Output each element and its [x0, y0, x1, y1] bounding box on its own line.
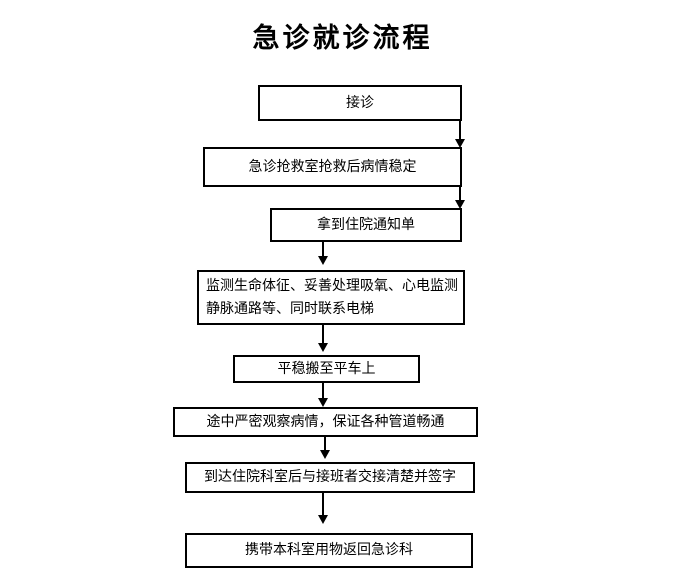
- page-title: 急诊就诊流程: [252, 23, 433, 54]
- down-arrow-6: [324, 437, 326, 451]
- flow-node-handover-sign: 到达住院科室后与接班者交接清楚并签字: [185, 462, 475, 493]
- down-arrow-2: [459, 187, 461, 201]
- flow-node-transfer-cart: 平稳搬至平车上: [233, 355, 420, 383]
- flow-node-admission-notice: 拿到住院通知单: [270, 208, 462, 242]
- flow-node-rescue-stable: 急诊抢救室抢救后病情稳定: [203, 147, 462, 187]
- down-arrow-7: [322, 493, 324, 516]
- flow-node-monitoring-line1: 监测生命体征、妥善处理吸氧、心电监测: [206, 277, 458, 294]
- flow-node-monitoring-line2: 静脉通路等、同时联系电梯: [206, 300, 374, 317]
- down-arrow-4: [322, 325, 324, 344]
- down-arrow-1: [459, 121, 461, 140]
- flow-node-return-emergency: 携带本科室用物返回急诊科: [185, 533, 473, 568]
- down-arrow-5: [322, 383, 324, 399]
- flow-node-enroute-observation: 途中严密观察病情，保证各种管道畅通: [173, 407, 478, 437]
- down-arrow-3: [322, 242, 324, 257]
- flow-node-monitoring: 监测生命体征、妥善处理吸氧、心电监测 静脉通路等、同时联系电梯: [197, 270, 465, 325]
- flow-node-reception: 接诊: [258, 85, 462, 121]
